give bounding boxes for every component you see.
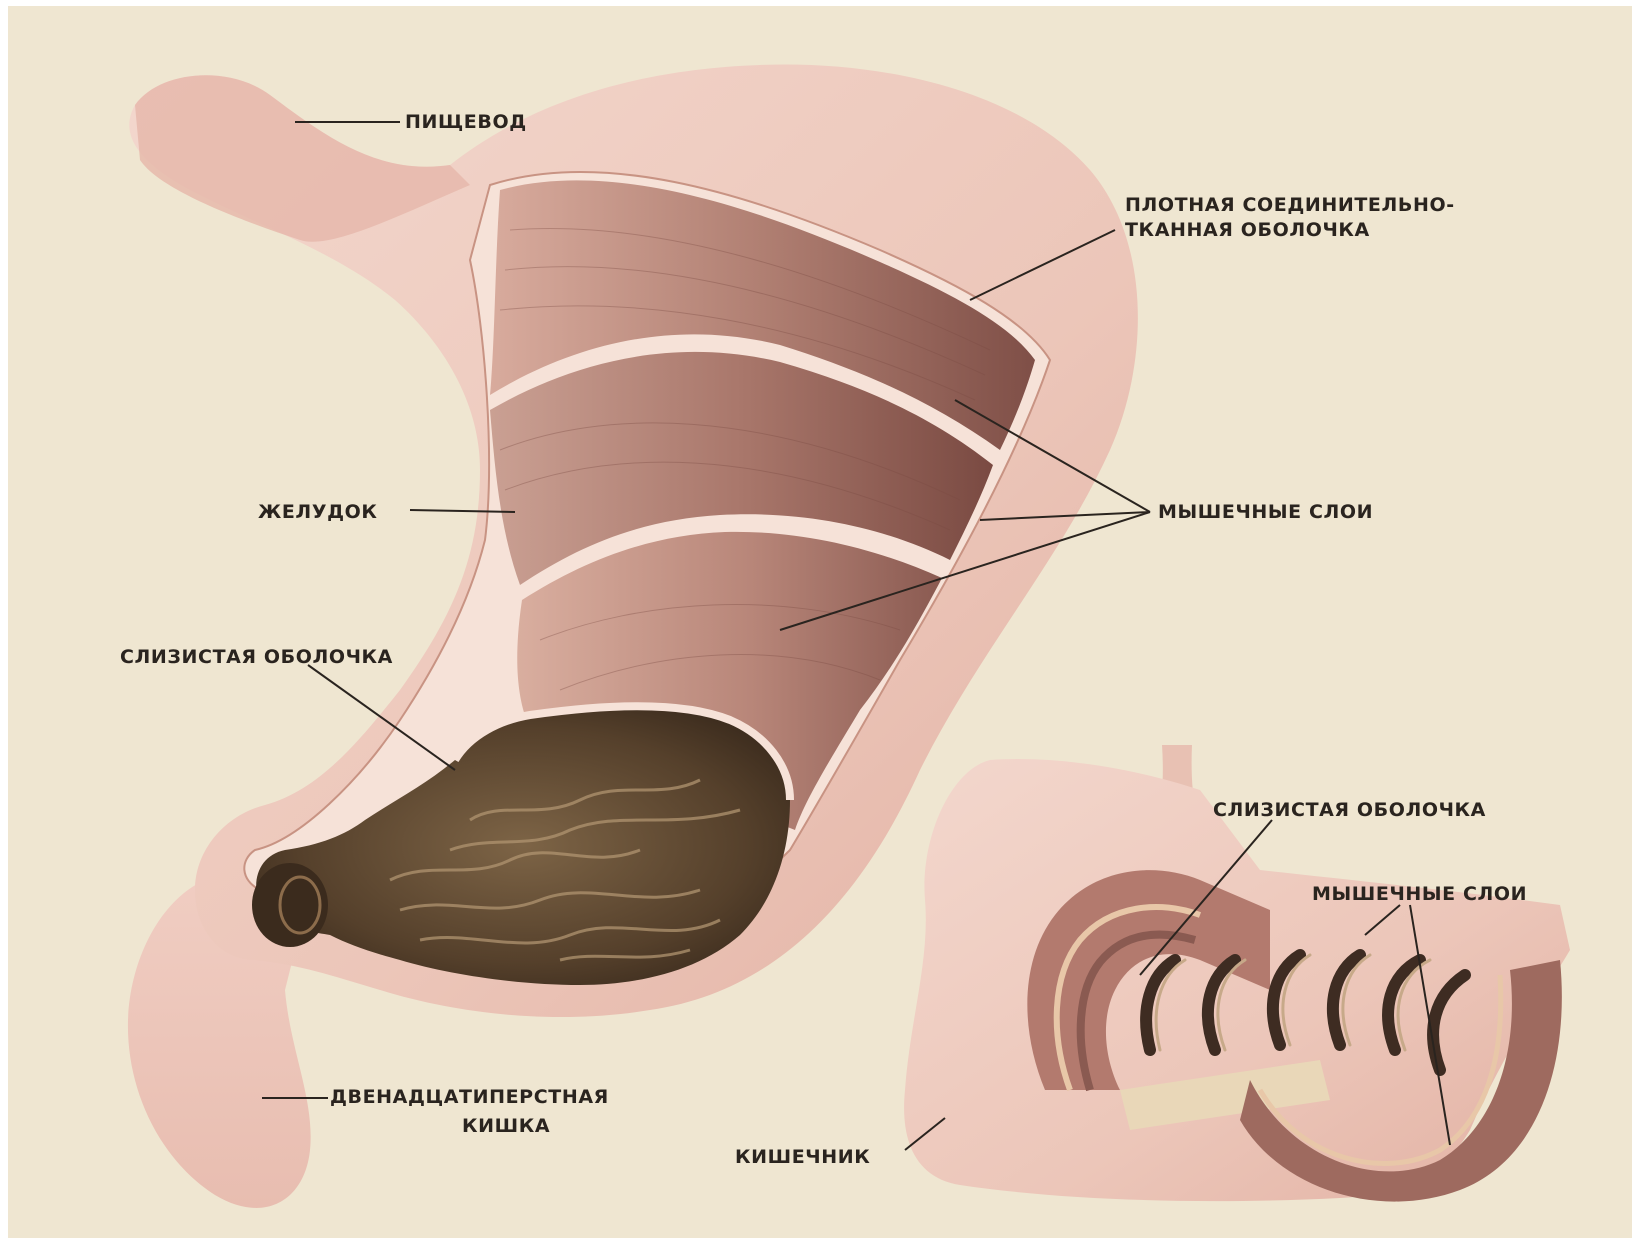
label-stomach: ЖЕЛУДОК — [258, 501, 377, 523]
label-esophagus: ПИЩЕВОД — [405, 111, 527, 133]
label-mucosa: СЛИЗИСТАЯ ОБОЛОЧКА — [120, 646, 393, 668]
label-intestine-mucosa: СЛИЗИСТАЯ ОБОЛОЧКА — [1213, 799, 1486, 821]
label-intestine-muscle-layers: МЫШЕЧНЫЕ СЛОИ — [1312, 883, 1527, 905]
label-duodenum-line1: ДВЕНАДЦАТИПЕРСТНАЯ — [330, 1086, 609, 1108]
scan-edge — [0, 1238, 1640, 1244]
label-duodenum-line2: КИШКА — [462, 1115, 550, 1137]
label-muscle-layers: МЫШЕЧНЫЕ СЛОИ — [1158, 501, 1373, 523]
label-serosa-line2: ТКАННАЯ ОБОЛОЧКА — [1125, 219, 1370, 241]
label-intestine: КИШЕЧНИК — [735, 1146, 870, 1168]
label-serosa-line1: ПЛОТНАЯ СОЕДИНИТЕЛЬНО- — [1125, 194, 1455, 216]
pylorus — [252, 863, 328, 947]
